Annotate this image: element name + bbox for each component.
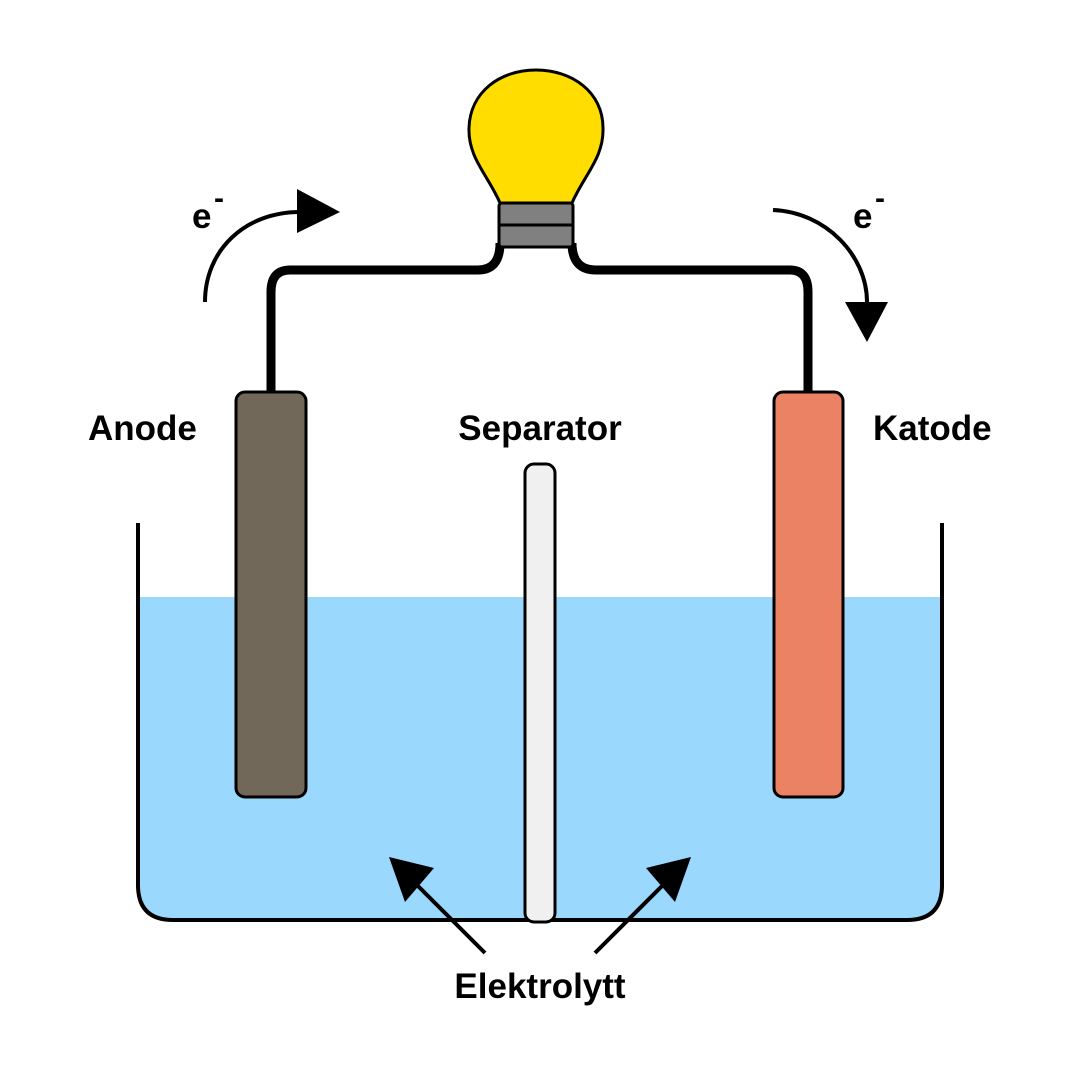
anode-label: Anode bbox=[88, 409, 197, 448]
cathode-electrode bbox=[772, 390, 845, 799]
light-bulb-icon bbox=[467, 68, 605, 249]
anode-electrode bbox=[234, 390, 308, 799]
bulb-glass bbox=[467, 68, 605, 205]
separator-label: Separator bbox=[458, 409, 622, 448]
electron-sup-left: - bbox=[214, 182, 224, 215]
cathode-label: Katode bbox=[873, 409, 992, 448]
wire-right bbox=[567, 242, 813, 393]
electron-flow-arrow-right bbox=[772, 208, 888, 342]
electrolyte-pointer-arrow-left bbox=[389, 857, 487, 955]
electron-flow-arrow-left bbox=[203, 189, 340, 303]
electron-sup-right: - bbox=[875, 182, 885, 215]
separator-membrane bbox=[523, 462, 557, 924]
electron-label-left: e bbox=[192, 197, 211, 236]
electrolyte-pointer-arrow-right bbox=[593, 857, 691, 955]
electron-label-right: e bbox=[853, 197, 872, 236]
electrolyte-label: Elektrolytt bbox=[454, 967, 625, 1006]
wire-left bbox=[266, 242, 505, 393]
